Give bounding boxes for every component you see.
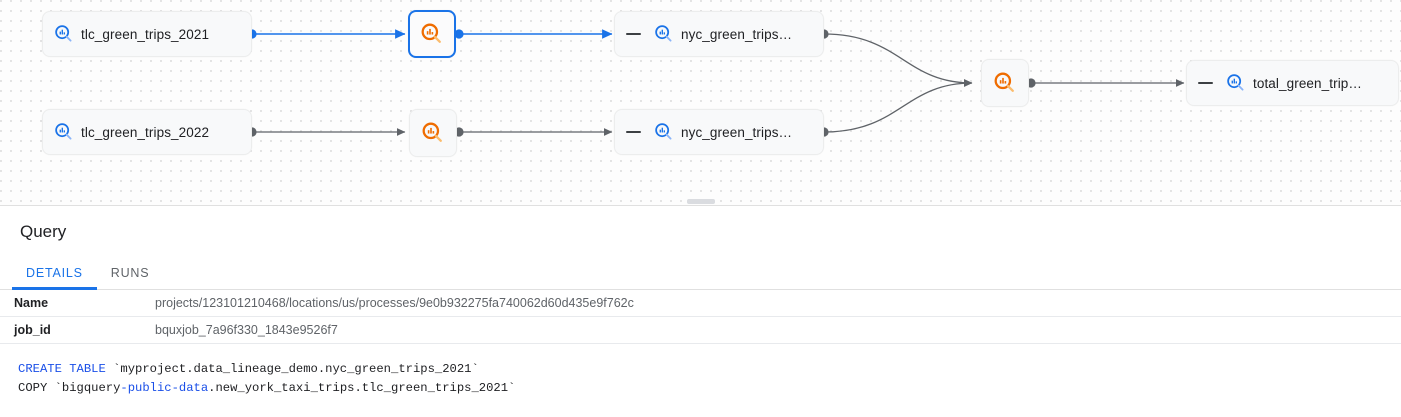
lineage-node-process-query-1[interactable] [408,10,456,58]
bigquery-table-icon [47,23,81,45]
query-details-panel: Query DETAILS RUNS Name projects/1231012… [0,199,1401,417]
lineage-node-tlc-green-trips-2021[interactable]: tlc_green_trips_2021 [42,11,252,57]
panel-title: Query [20,222,67,241]
lineage-node-process-query-3[interactable] [981,59,1029,107]
lineage-node-nyc-green-trips-1[interactable]: nyc_green_trips… [614,11,824,57]
lineage-node-tlc-green-trips-2022[interactable]: tlc_green_trips_2022 [42,109,252,155]
tab-runs[interactable]: RUNS [110,266,150,280]
panel-tabs: DETAILS RUNS [0,256,1401,290]
sql-line2-rest: .new_york_taxi_trips.tlc_green_trips_202… [208,381,516,395]
bigquery-process-icon [420,120,446,146]
bigquery-table-icon [47,121,81,143]
bigquery-table-icon [647,121,681,143]
detail-key-job-id: job_id [14,323,51,337]
bigquery-table-icon [1219,72,1253,94]
details-table: Name projects/123101210468/locations/us/… [0,290,1401,344]
node-label: total_green_trip… [1253,75,1363,91]
node-label: nyc_green_trips… [681,124,793,140]
minus-icon [1197,82,1213,84]
collapse-node-button[interactable] [619,33,647,35]
collapse-node-button[interactable] [1191,82,1219,84]
lineage-node-nyc-green-trips-2[interactable]: nyc_green_trips… [614,109,824,155]
node-label: nyc_green_trips… [681,26,793,42]
sql-line2-highlight: -public-data [120,381,209,395]
node-label: tlc_green_trips_2021 [81,26,210,42]
bigquery-process-icon [419,21,445,47]
panel-resize-handle[interactable] [686,199,715,204]
tab-details[interactable]: DETAILS [12,266,97,290]
table-row: job_id bquxjob_7a96f330_1843e9526f7 [0,317,1401,344]
detail-value-job-id: bquxjob_7a96f330_1843e9526f7 [155,323,338,337]
sql-line1-rest: `myproject.data_lineage_demo.nyc_green_t… [105,362,479,376]
collapse-node-button[interactable] [619,131,647,133]
node-label: tlc_green_trips_2022 [81,124,210,140]
minus-icon [625,33,641,35]
sql-keyword-create-table: CREATE TABLE [18,362,106,376]
sql-line2-prefix: COPY `bigquery [18,381,121,395]
lineage-node-process-query-2[interactable] [409,109,457,157]
minus-icon [625,131,641,133]
table-row: Name projects/123101210468/locations/us/… [0,290,1401,317]
bigquery-table-icon [647,23,681,45]
sql-query-block[interactable]: CREATE TABLE `myproject.data_lineage_dem… [0,344,1401,398]
bigquery-process-icon [992,70,1018,96]
detail-key-name: Name [14,296,49,310]
lineage-node-total-green-trips[interactable]: total_green_trip… [1186,60,1399,106]
detail-value-name: projects/123101210468/locations/us/proce… [155,296,634,310]
lineage-canvas[interactable]: tlc_green_trips_2021 tlc_green_trips_202… [0,0,1401,205]
